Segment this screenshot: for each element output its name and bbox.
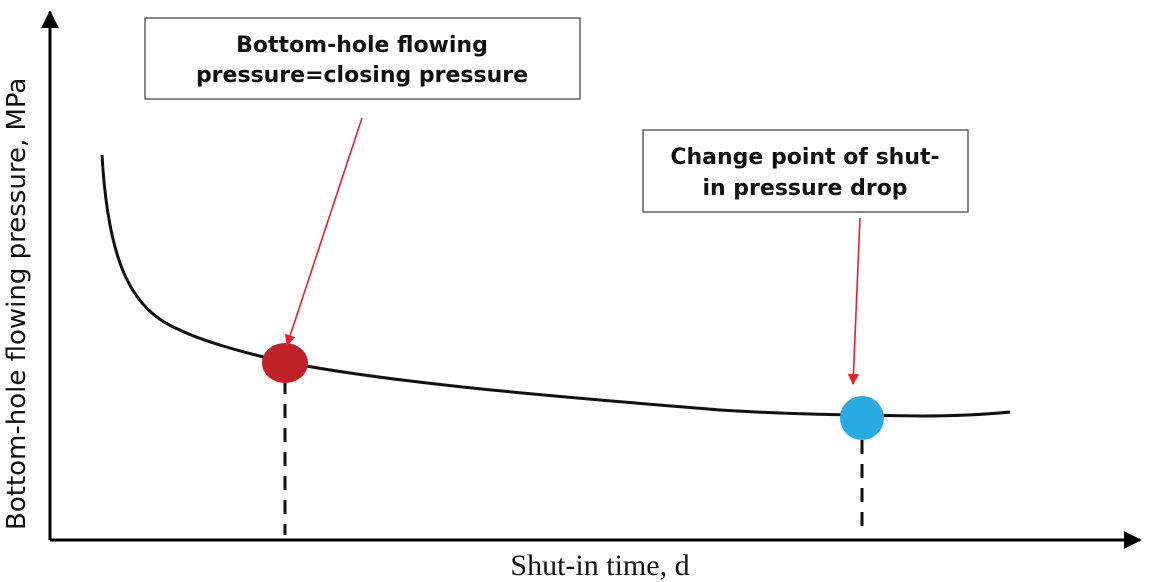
- change-point-callout-line2: in pressure drop: [702, 176, 907, 201]
- change-point-arrow: [847, 217, 861, 386]
- closing-pressure-callout-line2: pressure=closing pressure: [196, 63, 528, 88]
- change-point-callout-line1: Change point of shut-: [670, 145, 939, 170]
- change-point-callout: Change point of shut- in pressure drop: [642, 129, 969, 213]
- closing-pressure-callout-box: [144, 17, 581, 100]
- closing-pressure-arrow: [284, 117, 363, 347]
- y-axis-label: Bottom-hole flowing pressure, MPa: [2, 78, 32, 530]
- closing-pressure-marker: [262, 343, 308, 383]
- closing-pressure-callout: Bottom-hole flowing pressure=closing pre…: [144, 17, 581, 100]
- change-point-marker: [840, 396, 884, 440]
- change-point-callout-box: [642, 129, 969, 213]
- pressure-curve: [100, 154, 1011, 418]
- x-axis-label: Shut-in time, d: [510, 549, 689, 582]
- closing-pressure-callout-line1: Bottom-hole flowing: [236, 33, 488, 58]
